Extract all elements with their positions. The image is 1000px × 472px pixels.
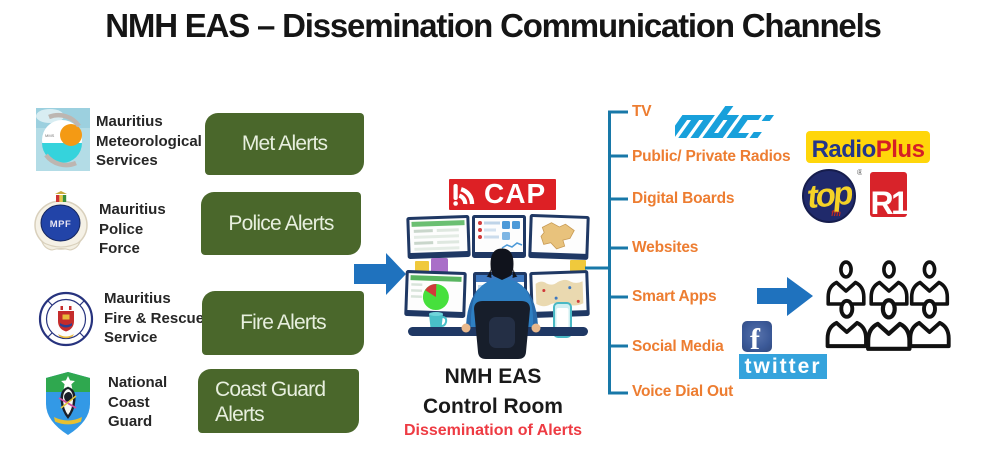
svg-text:®: ® <box>857 168 862 177</box>
svg-text:top: top <box>805 174 855 216</box>
svg-text:fm: fm <box>831 209 841 218</box>
svg-text:MPF: MPF <box>50 219 72 230</box>
svg-text:MMS: MMS <box>45 133 55 138</box>
